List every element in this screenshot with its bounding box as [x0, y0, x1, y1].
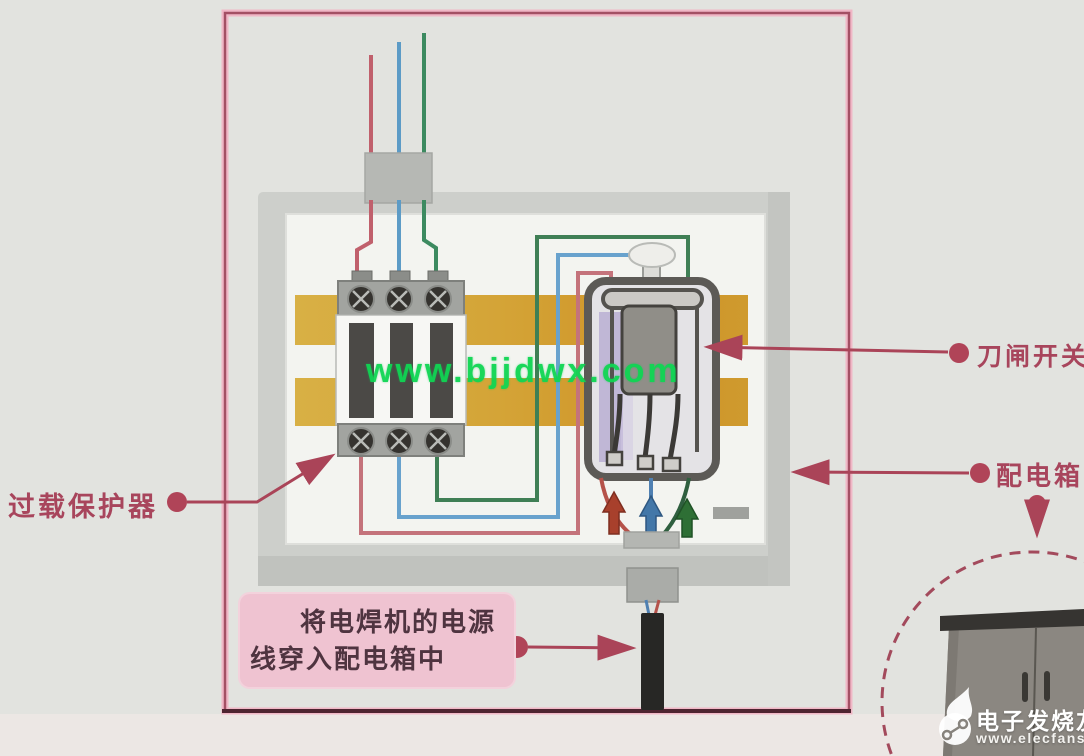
bottom-cable-gland: [623, 531, 680, 616]
label-patch: [713, 507, 749, 519]
callout-dot: [949, 343, 969, 363]
instruction-line-1: 将电焊机的电源: [300, 607, 497, 637]
callout-dot: [970, 463, 990, 483]
top-cable-gland: [364, 152, 433, 204]
callout-knife-leader: [703, 334, 969, 363]
callout-dot: [167, 492, 187, 512]
terminal-screws: [347, 285, 452, 455]
page-frame: [221, 9, 853, 715]
knife-switch-device: [584, 242, 720, 481]
incoming-wires: [369, 33, 426, 168]
power-cable: [641, 613, 664, 710]
brand-site: www.elecfans.com: [976, 730, 1084, 746]
callout-dot: [1028, 495, 1046, 513]
instruction-box: 将电焊机的电源 线穿入配电箱中: [238, 592, 516, 689]
callout-overload-leader: [167, 453, 336, 512]
brand-drop-icon: [939, 687, 973, 745]
callout-distribution-box: 配电箱: [996, 461, 1084, 491]
callout-overload-protector: 过载保护器: [8, 492, 158, 522]
callout-knife-switch: 刀闸开关: [977, 343, 1084, 371]
dashed-circle: [880, 550, 1084, 756]
switch-handle-knob: [628, 242, 676, 268]
brand-name: 电子发烧友: [976, 708, 1084, 734]
callout-instruction-leader: [506, 634, 637, 661]
page-lower-strip: [0, 714, 1084, 756]
watermark-text: www.bjjdwx.com: [366, 352, 681, 390]
phase-arrow-red: [601, 490, 627, 535]
phase-arrows: [601, 490, 700, 538]
callout-dbox-leader: [790, 459, 1050, 539]
phase-arrow-green: [674, 497, 700, 538]
callout-leaders: [167, 334, 1050, 661]
instruction-line-2: 线穿入配电箱中: [250, 644, 447, 674]
overload-protector-device: [335, 270, 467, 457]
